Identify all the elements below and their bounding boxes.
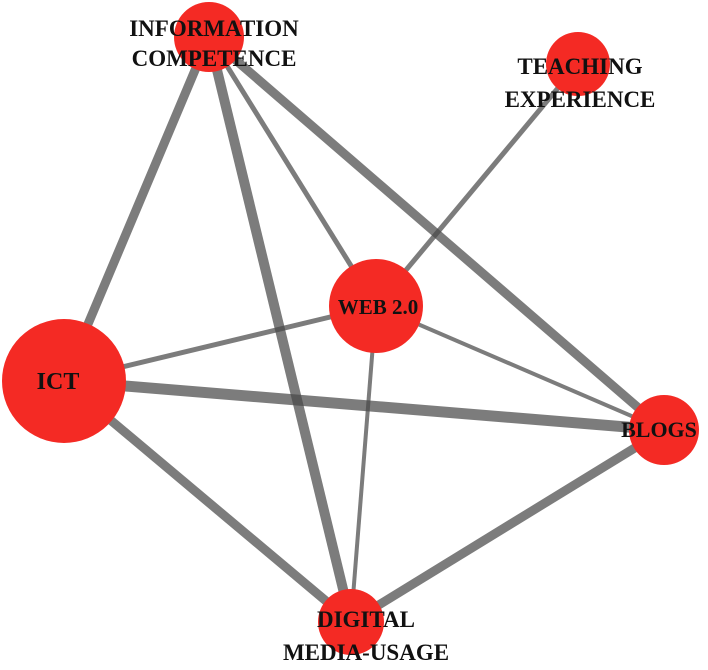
node-label-line: INFORMATION xyxy=(129,16,299,41)
edge-blogs-digital xyxy=(348,426,667,626)
node-label-line: BLOGS xyxy=(621,417,697,442)
node-label-blogs: BLOGS xyxy=(621,417,697,442)
edge-ict-digital xyxy=(61,377,354,626)
node-label-line: MEDIA-USAGE xyxy=(283,640,449,665)
node-label-info: INFORMATION COMPETENCE xyxy=(129,16,299,71)
node-label-teach: TEACHING EXPERIENCE xyxy=(505,54,656,112)
node-blogs xyxy=(629,395,699,465)
node-label-ict: ICT xyxy=(37,369,80,395)
node-label-line: TEACHING xyxy=(517,54,642,79)
edge-ict-blogs xyxy=(63,375,665,436)
node-teach xyxy=(546,32,610,96)
node-label-web: WEB 2.0 xyxy=(338,295,419,319)
node-label-line: COMPETENCE xyxy=(132,46,297,71)
node-layer xyxy=(2,2,699,655)
edge-web-blogs xyxy=(375,304,665,432)
node-digital xyxy=(318,589,384,655)
edge-teach-web xyxy=(374,62,580,308)
node-label-line: ICT xyxy=(37,369,80,395)
node-ict xyxy=(2,319,126,443)
node-web xyxy=(329,259,423,353)
edge-web-digital xyxy=(349,305,378,623)
node-label-line: DIGITAL xyxy=(317,607,415,632)
node-label-line: WEB 2.0 xyxy=(338,295,419,319)
node-info xyxy=(174,2,244,72)
edge-info-ict xyxy=(59,35,214,383)
label-layer: INFORMATION COMPETENCE TEACHING EXPERIENCE W… xyxy=(37,16,697,665)
node-label-digital: DIGITAL MEDIA-USAGE xyxy=(283,607,449,665)
edge-layer xyxy=(59,33,667,626)
edge-info-web xyxy=(206,35,379,308)
node-label-line: EXPERIENCE xyxy=(505,87,656,112)
